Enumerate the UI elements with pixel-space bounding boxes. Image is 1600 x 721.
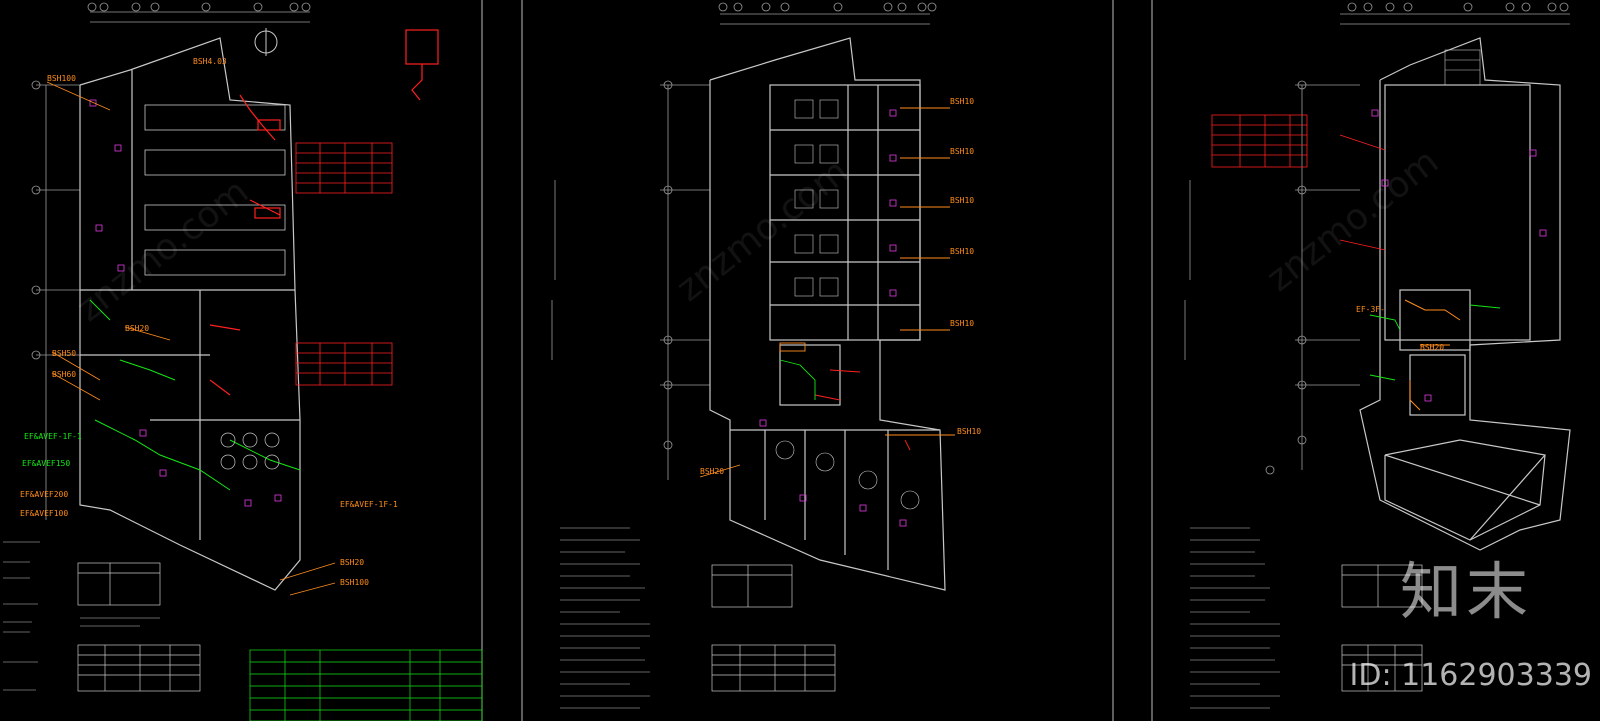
label-bsh60: BSH60 xyxy=(52,370,76,379)
sheet2-notes xyxy=(551,180,650,709)
sheet3-walls xyxy=(1359,37,1571,551)
label-bsh20-bottom: BSH20 xyxy=(340,558,364,567)
label-bsh10-3: BSH10 xyxy=(950,196,974,205)
sheet2-floor-plan: BSH10 BSH10 BSH10 BSH10 BSH10 BSH10 BSH2… xyxy=(551,2,981,709)
sheet1-floor-plan: BSH100 BSH4.03 BSH20 BSH50 BSH60 EF&AVEF… xyxy=(3,2,483,721)
sheet2-legend-tables xyxy=(711,564,836,692)
sheet3-orange-ducts xyxy=(1404,299,1461,411)
label-ef-avef150: EF&AVEF150 xyxy=(22,459,70,468)
label-ef-avef-right: EF&AVEF-1F-1 xyxy=(340,500,398,509)
sheet1-label-leaders xyxy=(46,81,336,596)
label-ef-avef200: EF&AVEF200 xyxy=(20,490,68,499)
sheet3-green-ducts xyxy=(1369,304,1501,381)
label-bsh10-1: BSH10 xyxy=(950,97,974,106)
sheet3-column-grid xyxy=(1340,2,1570,25)
sheet1-green-ducts xyxy=(89,299,301,491)
label-bsh100-bottom: BSH100 xyxy=(340,578,369,587)
label-bsh20-sheet3: BSH20 xyxy=(1420,343,1444,352)
label-bsh20-left: BSH20 xyxy=(125,324,149,333)
sheet3-magenta-diffusers xyxy=(1371,109,1547,402)
label-bsh20-sheet2: BSH20 xyxy=(700,467,724,476)
sheet2-orange-ducts xyxy=(699,107,955,478)
sheet1-column-grid xyxy=(87,2,311,23)
sheet2-red-ducts xyxy=(814,369,911,451)
watermark-id: ID: 1162903339 xyxy=(1349,658,1592,693)
label-bsh50: BSH50 xyxy=(52,349,76,358)
sheet1-legend-tables xyxy=(77,562,201,692)
label-bsh10-5: BSH10 xyxy=(950,319,974,328)
label-bsh10-4: BSH10 xyxy=(950,247,974,256)
label-bsh100-top: BSH100 xyxy=(47,74,76,83)
label-ef-3f: EF-3F- xyxy=(1356,305,1385,314)
sheet3-row-grid xyxy=(1265,80,1360,475)
sheet1-north-arrow xyxy=(254,28,278,56)
sheet-borders xyxy=(481,0,1153,721)
label-ef-avef100: EF&AVEF100 xyxy=(20,509,68,518)
sheet2-walls xyxy=(709,37,946,591)
sheet1-red-tables xyxy=(295,142,393,386)
sheet3-floor-plan: EF-3F- BSH20 xyxy=(1184,2,1571,709)
sheet1-walls xyxy=(79,37,301,591)
label-bsh40: BSH4.03 xyxy=(193,57,227,66)
sheet1-notes xyxy=(3,541,160,691)
sheet1-green-schedule xyxy=(249,649,483,721)
sheet1-red-ducts xyxy=(209,29,439,396)
sheet1-row-grid xyxy=(31,80,80,520)
label-bsh10-right: BSH10 xyxy=(957,427,981,436)
sheet2-room-fixtures xyxy=(775,99,920,510)
sheet1-magenta-diffusers xyxy=(89,99,282,507)
sheet3-legend-tables xyxy=(1341,564,1423,692)
sheet1-parking-bays xyxy=(144,104,286,276)
sheet2-green-ducts xyxy=(779,359,816,400)
sheet3-red-schedule xyxy=(1211,114,1386,251)
label-bsh10-2: BSH10 xyxy=(950,147,974,156)
sheet2-column-grid xyxy=(718,2,937,25)
sheet1-dining-tables xyxy=(220,432,280,470)
sheet3-notes xyxy=(1184,180,1280,709)
sheet3-stair xyxy=(1444,49,1481,86)
label-ef-avef-1f-1: EF&AVEF-1F-1 xyxy=(24,432,82,441)
sheet2-magenta-diffusers xyxy=(759,109,907,527)
sheet2-row-grid xyxy=(660,80,710,480)
watermark-logo: 知末 xyxy=(1399,555,1532,628)
